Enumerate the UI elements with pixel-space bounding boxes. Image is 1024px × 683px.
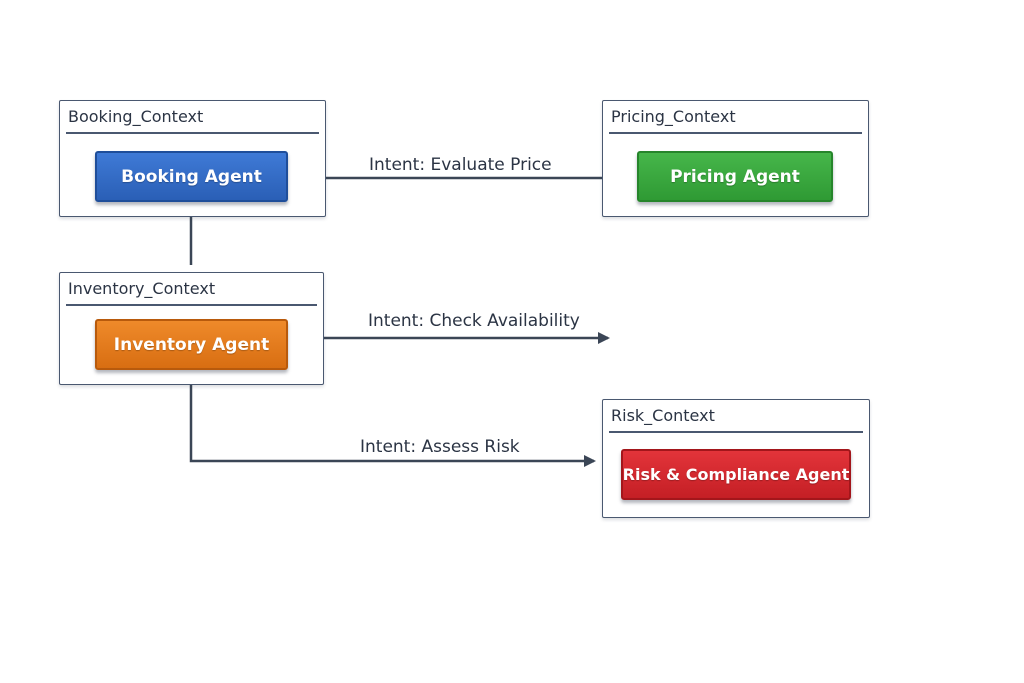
- risk-context-title: Risk_Context: [611, 406, 715, 425]
- inventory-context-title: Inventory_Context: [68, 279, 216, 298]
- booking-agent-node[interactable]: Booking Agent: [95, 151, 288, 202]
- risk-compliance-agent-node[interactable]: Risk & Compliance Agent: [621, 449, 851, 500]
- assess-risk-label: Intent: Assess Risk: [360, 437, 520, 457]
- risk-context: Risk_Context Risk & Compliance Agent: [602, 399, 870, 518]
- pricing-context-divider: [609, 132, 862, 134]
- booking-context-divider: [66, 132, 319, 134]
- booking-context: Booking_Context Booking Agent: [59, 100, 326, 217]
- pricing-agent-node[interactable]: Pricing Agent: [637, 151, 833, 202]
- inventory-context: Inventory_Context Inventory Agent: [59, 272, 324, 385]
- pricing-context-title: Pricing_Context: [611, 107, 736, 126]
- evaluate-price-label: Intent: Evaluate Price: [369, 155, 552, 175]
- inventory-context-divider: [66, 304, 317, 306]
- inventory-agent-node[interactable]: Inventory Agent: [95, 319, 288, 370]
- check-availability-label: Intent: Check Availability: [368, 311, 580, 331]
- assess-risk-arrow: [189, 377, 596, 467]
- pricing-context: Pricing_Context Pricing Agent: [602, 100, 869, 217]
- booking-context-title: Booking_Context: [68, 107, 204, 126]
- risk-context-divider: [609, 431, 863, 433]
